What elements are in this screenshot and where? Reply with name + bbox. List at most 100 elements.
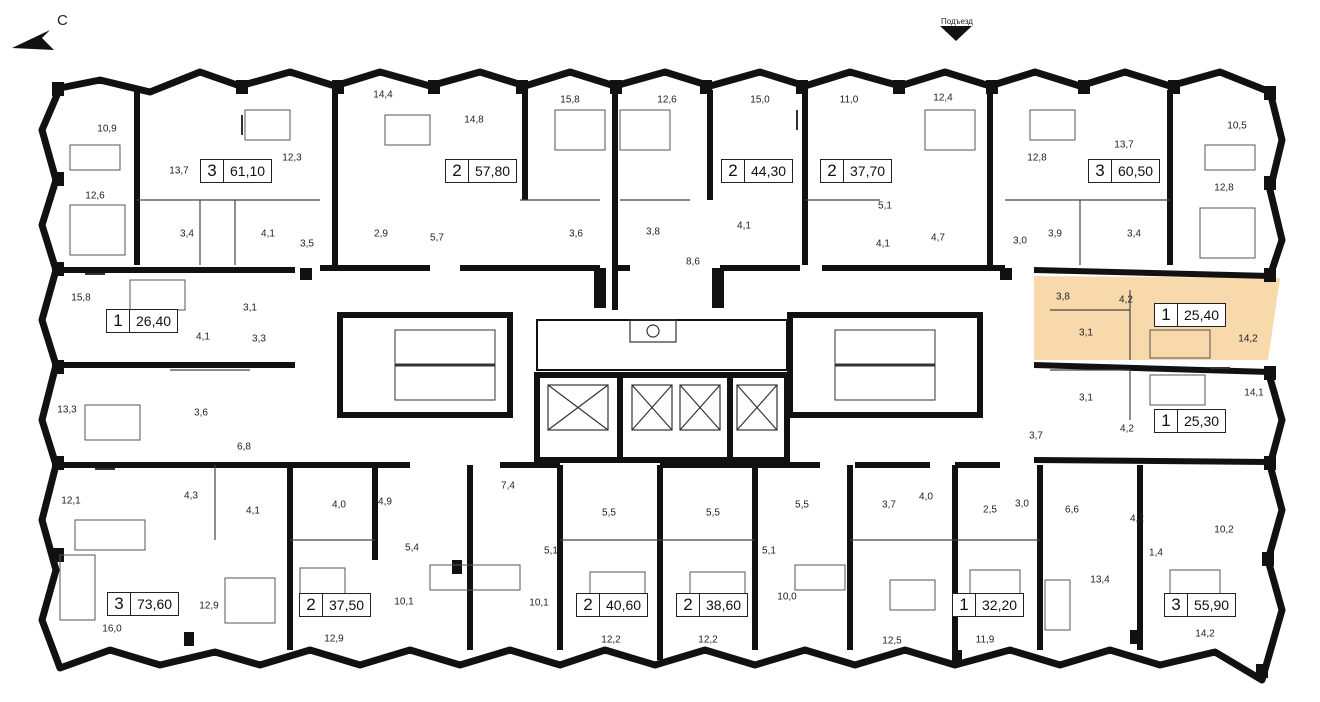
apartment-rooms: 2 <box>300 594 323 616</box>
room-area-label: 4,1 <box>737 220 751 232</box>
interior-walls <box>56 90 1271 660</box>
apartment-area: 38,60 <box>706 597 742 613</box>
partitions <box>137 199 1170 541</box>
room-area-label: 15,8 <box>71 292 91 304</box>
wheelchair-icon <box>629 319 677 343</box>
apartment-area: 26,40 <box>136 313 172 329</box>
room-area-label: 13,3 <box>57 404 77 416</box>
apartment-rooms: 3 <box>1089 160 1112 182</box>
room-area-label: 10,5 <box>1227 120 1247 132</box>
room-area-label: 8,6 <box>686 256 700 268</box>
apartment-area: 60,50 <box>1118 163 1154 179</box>
room-area-label: 3,4 <box>1127 228 1141 240</box>
apartment-rooms: 2 <box>677 594 700 616</box>
compass-arrow-icon <box>12 30 54 50</box>
room-area-label: 3,8 <box>1056 291 1070 303</box>
apartment-area: 37,70 <box>850 163 886 179</box>
compass-north-letter: С <box>57 12 68 29</box>
furniture <box>59 109 1256 631</box>
room-area-label: 4,0 <box>919 491 933 503</box>
room-area-label: 2,5 <box>983 504 997 516</box>
apartment-area: 73,60 <box>137 596 173 612</box>
room-area-label: 13,7 <box>1114 139 1134 151</box>
room-area-label: 6,8 <box>237 441 251 453</box>
room-area-label: 12,4 <box>933 92 953 104</box>
room-area-label: 4,1 <box>196 331 210 343</box>
room-area-label: 13,7 <box>169 165 189 177</box>
apartment-rooms: 1 <box>1155 304 1178 326</box>
room-area-label: 14,8 <box>464 114 484 126</box>
room-area-label: 14,1 <box>1244 387 1264 399</box>
room-area-label: 12,6 <box>85 190 105 202</box>
room-area-label: 3,7 <box>1029 430 1043 442</box>
window-markers <box>85 110 1230 470</box>
room-area-label: 13,4 <box>1090 574 1110 586</box>
room-area-label: 4,7 <box>931 232 945 244</box>
stairs <box>394 329 936 401</box>
room-area-label: 11,0 <box>839 94 859 106</box>
room-area-label: 1,4 <box>1149 547 1163 559</box>
room-area-label: 12,9 <box>324 633 344 645</box>
room-area-label: 3,6 <box>194 407 208 419</box>
room-area-label: 4,1 <box>261 228 275 240</box>
apartment-area: 40,60 <box>606 597 642 613</box>
elevators <box>547 384 778 431</box>
room-area-label: 15,8 <box>560 94 580 106</box>
room-area-label: 12,8 <box>1214 182 1234 194</box>
entrance-arrow-icon <box>940 26 972 41</box>
room-area-label: 15,0 <box>750 94 770 106</box>
room-area-label: 5,5 <box>795 499 809 511</box>
apartment-rooms: 2 <box>821 160 844 182</box>
room-area-label: 3,8 <box>646 226 660 238</box>
room-area-label: 3,6 <box>569 228 583 240</box>
room-area-label: 2,9 <box>374 228 388 240</box>
apartment-area: 61,10 <box>230 163 266 179</box>
room-area-label: 6,6 <box>1065 504 1079 516</box>
room-area-label: 14,4 <box>373 89 393 101</box>
room-area-label: 11,9 <box>975 634 995 646</box>
room-area-label: 7,4 <box>501 480 515 492</box>
room-area-label: 3,0 <box>1013 235 1027 247</box>
room-area-label: 12,2 <box>601 634 621 646</box>
room-area-label: 10,1 <box>529 597 549 609</box>
room-area-label: 12,3 <box>282 152 302 164</box>
room-area-label: 3,1 <box>1079 327 1093 339</box>
apartment-rooms: 2 <box>722 160 745 182</box>
pillars <box>52 80 1276 678</box>
room-area-label: 12,5 <box>882 635 902 647</box>
room-area-label: 10,9 <box>97 123 117 135</box>
room-area-label: 4,2 <box>1120 423 1134 435</box>
room-area-label: 3,5 <box>300 238 314 250</box>
room-area-label: 12,8 <box>1027 152 1047 164</box>
room-area-label: 12,9 <box>199 600 219 612</box>
apartment-rooms: 3 <box>108 593 131 615</box>
room-area-label: 5,1 <box>762 545 776 557</box>
apartment-area: 25,30 <box>1184 413 1220 429</box>
room-area-label: 16,0 <box>102 623 122 635</box>
apartment-rooms: 1 <box>953 594 976 616</box>
room-area-label: 5,1 <box>544 545 558 557</box>
apartment-rooms: 2 <box>446 160 469 182</box>
room-area-label: 4,0 <box>332 499 346 511</box>
room-area-label: 5,1 <box>878 200 892 212</box>
room-area-label: 10,1 <box>394 596 414 608</box>
room-area-label: 3,3 <box>252 333 266 345</box>
room-area-label: 14,2 <box>1238 333 1258 345</box>
room-area-label: 12,6 <box>657 94 677 106</box>
room-area-label: 3,1 <box>1079 392 1093 404</box>
